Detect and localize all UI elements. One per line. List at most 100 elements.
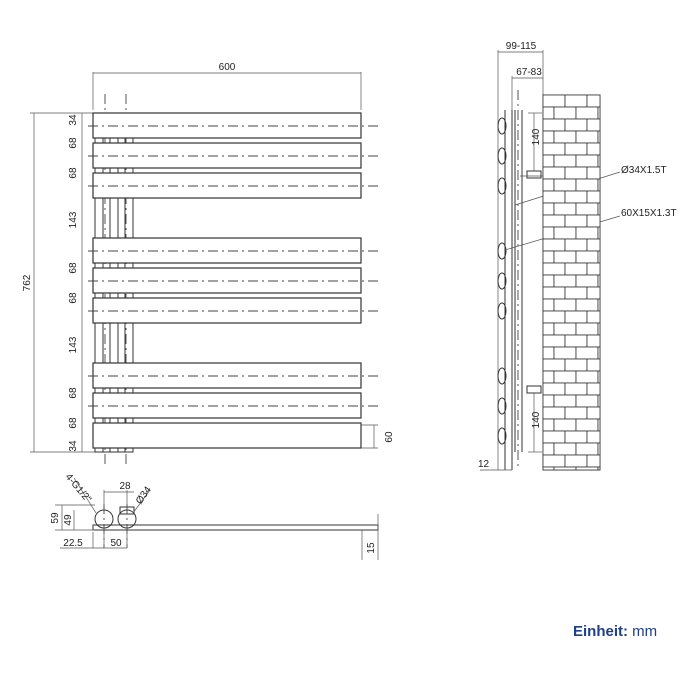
brick: [597, 298, 601, 312]
brick: [553, 418, 577, 432]
brick: [553, 154, 577, 168]
side-dimension-140-bottom: 140: [531, 411, 542, 428]
brick: [564, 214, 588, 228]
brick: [542, 382, 566, 396]
brick: [542, 118, 566, 132]
brick: [586, 118, 601, 132]
brick: [542, 94, 566, 108]
radiator-panel: [92, 172, 362, 199]
brick: [542, 166, 566, 180]
brick: [575, 298, 599, 312]
side-dimension-12: 12: [478, 459, 490, 470]
brick: [542, 214, 566, 228]
bottom-view: 28 4-G1/2" Ø34 59 49 22.5 50 15: [50, 472, 379, 560]
brick: [542, 454, 566, 468]
wall-bracket: [526, 170, 542, 179]
brick: [553, 106, 577, 120]
unit-caption: Einheit:: [573, 623, 628, 640]
brick: [575, 250, 599, 264]
section-dimension: 143: [68, 336, 79, 353]
brick: [542, 262, 566, 276]
brick: [542, 130, 555, 144]
brick: [564, 286, 588, 300]
brick: [542, 310, 566, 324]
brick: [542, 358, 566, 372]
brick: [586, 262, 601, 276]
brick: [553, 442, 577, 456]
radiator-panel: [92, 362, 362, 389]
pipe-spec-callout: Ø34X1.5T: [621, 165, 667, 176]
brick: [542, 250, 555, 264]
brick: [564, 406, 588, 420]
dimension-49: 49: [63, 514, 74, 526]
brick: [564, 166, 588, 180]
side-dimension-140-top: 140: [531, 128, 542, 145]
radiator-panel: [92, 297, 362, 324]
side-tag-dimension: 60: [384, 431, 395, 443]
radiator-panel: [92, 267, 362, 294]
brick: [575, 466, 599, 471]
brick: [575, 178, 599, 192]
brick: [542, 238, 566, 252]
brick-wall: [542, 94, 601, 471]
brick: [575, 418, 599, 432]
brick: [575, 226, 599, 240]
brick: [542, 274, 555, 288]
brick: [597, 106, 601, 120]
brick: [575, 106, 599, 120]
brick: [586, 382, 601, 396]
brick: [542, 106, 555, 120]
brick: [597, 322, 601, 336]
brick: [597, 250, 601, 264]
brick: [564, 142, 588, 156]
brick: [586, 334, 601, 348]
brick: [586, 238, 601, 252]
thread-label: 4-G1/2": [63, 472, 94, 506]
height-dimension: 762: [22, 274, 33, 291]
section-dimension: 68: [68, 387, 79, 399]
brick: [586, 214, 601, 228]
brick: [564, 262, 588, 276]
radiator-panel: [92, 112, 362, 139]
radiator-panel: [92, 237, 362, 264]
brick: [542, 418, 555, 432]
brick: [586, 286, 601, 300]
dimension-15: 15: [366, 542, 377, 554]
brick: [564, 454, 588, 468]
brick: [564, 310, 588, 324]
brick: [597, 394, 601, 408]
brick: [586, 142, 601, 156]
brick: [597, 466, 601, 471]
brick: [553, 250, 577, 264]
brick: [586, 358, 601, 372]
brick: [542, 286, 566, 300]
brick: [597, 346, 601, 360]
brick: [575, 442, 599, 456]
brick: [575, 370, 599, 384]
brick: [553, 298, 577, 312]
brick: [542, 442, 555, 456]
brick: [586, 166, 601, 180]
brick: [553, 130, 577, 144]
brick: [597, 274, 601, 288]
brick: [553, 322, 577, 336]
side-dimension-top: 99-115: [506, 41, 537, 52]
brick: [564, 430, 588, 444]
pipe-diameter-label: Ø34: [134, 484, 154, 506]
section-dimension: 68: [68, 417, 79, 429]
section-dimension: 68: [68, 137, 79, 149]
brick: [597, 226, 601, 240]
brick: [553, 178, 577, 192]
brick: [564, 94, 588, 108]
dimension-50: 50: [110, 538, 122, 549]
brick: [575, 202, 599, 216]
section-dimension: 143: [68, 211, 79, 228]
brick: [575, 346, 599, 360]
brick: [597, 178, 601, 192]
brick: [542, 142, 566, 156]
brick: [542, 466, 555, 471]
brick: [553, 226, 577, 240]
side-panel-ovals: [497, 117, 507, 445]
section-dimension: 68: [68, 292, 79, 304]
brick: [542, 154, 555, 168]
